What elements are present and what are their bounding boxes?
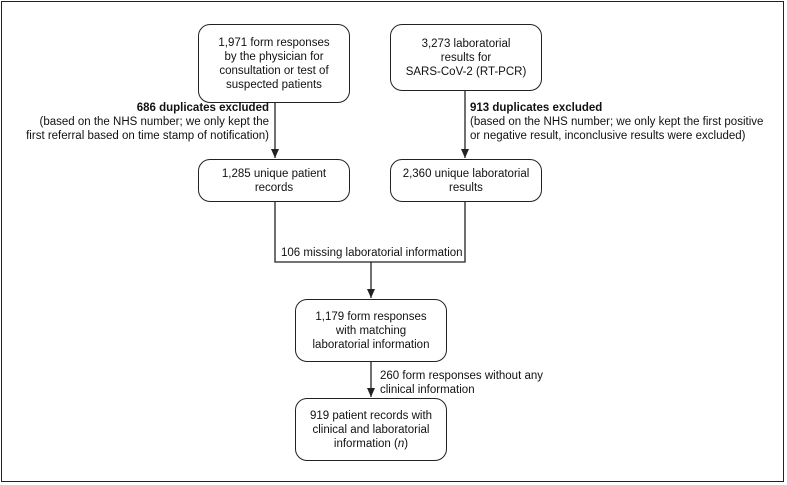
unique-patient-line1: 1,285 unique patient: [221, 167, 327, 180]
final-line1: 919 patient records with: [309, 409, 433, 422]
left-exclusion-line1: (based on the NHS number; we only kept t…: [39, 116, 270, 128]
form-responses-line1: 1,971 form responses: [218, 36, 330, 49]
final-line3-italic: n: [397, 437, 405, 450]
box-final: 919 patient records with clinical and la…: [295, 398, 447, 461]
left-exclusion-note: 686 duplicates excluded (based on the NH…: [26, 101, 269, 143]
matching-line3: laboratorial information: [312, 338, 430, 351]
final-line3-end: ): [404, 437, 409, 450]
final-line2: clinical and laboratorial: [312, 423, 430, 436]
right-exclusion-note: 913 duplicates excluded (based on the NH…: [470, 101, 763, 143]
box-lab-results: 3,273 laboratorial results for SARS-CoV-…: [390, 24, 542, 91]
lab-results-line1: 3,273 laboratorial: [421, 37, 511, 50]
left-exclusion-line2: first referral based on time stamp of no…: [26, 130, 269, 142]
box-matching: 1,179 form responses with matching labor…: [295, 299, 447, 362]
right-exclusion-line2: or negative result, inconclusive results…: [470, 130, 746, 142]
unique-patient-line2: records: [254, 181, 294, 194]
right-exclusion-line1: (based on the NHS number; we only kept t…: [470, 116, 764, 128]
form-responses-line3: consultation or test of: [219, 64, 329, 77]
missing-text: 106 missing laboratorial information: [281, 247, 463, 259]
lab-results-line3: SARS-CoV-2 (RT-PCR): [405, 65, 527, 78]
final-line3: information (n): [310, 437, 432, 451]
box-form-responses: 1,971 form responses by the physician fo…: [198, 24, 350, 103]
unique-lab-line1: 2,360 unique laboratorial: [402, 167, 530, 180]
merge-line: [274, 202, 466, 263]
lab-results-line2: results for: [440, 51, 492, 64]
matching-line1: 1,179 form responses: [315, 310, 427, 323]
form-responses-line4: suspected patients: [226, 78, 322, 91]
no-clinical-line1: 260 form responses without any: [380, 370, 544, 382]
final-line3-text: information (: [333, 437, 398, 450]
missing-note: 106 missing laboratorial information: [281, 246, 463, 260]
box-unique-patient: 1,285 unique patient records: [198, 159, 350, 202]
left-exclusion-title: 686 duplicates excluded: [136, 102, 269, 114]
no-clinical-note: 260 form responses without any clinical …: [380, 369, 543, 397]
form-responses-line2: by the physician for: [224, 50, 324, 63]
no-clinical-line2: clinical information: [380, 384, 475, 396]
matching-line2: with matching: [335, 324, 407, 337]
unique-lab-line2: results: [449, 181, 483, 194]
right-exclusion-title: 913 duplicates excluded: [470, 102, 603, 114]
box-unique-lab: 2,360 unique laboratorial results: [390, 159, 542, 202]
